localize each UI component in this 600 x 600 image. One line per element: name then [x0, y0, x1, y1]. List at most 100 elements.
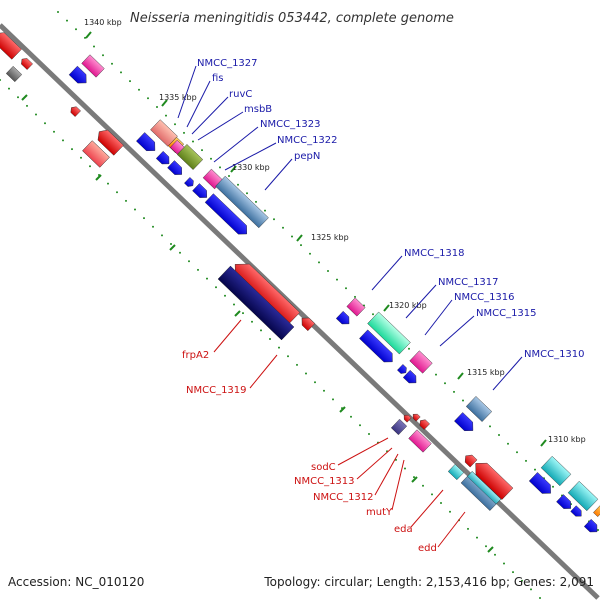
gene-arrow[interactable] [397, 364, 408, 375]
gene-arrow[interactable] [136, 132, 159, 155]
scale-dot [597, 529, 599, 531]
gene-arrow[interactable] [409, 350, 433, 374]
gene-arrow[interactable] [167, 160, 185, 179]
scale-dot [264, 209, 266, 212]
gene-label[interactable]: ruvC [229, 89, 252, 100]
gene-arrow[interactable] [583, 518, 600, 535]
scale-dot [435, 373, 437, 376]
gene-arrow[interactable] [335, 310, 352, 327]
gene-arrow[interactable] [298, 315, 316, 332]
gene-arrow[interactable] [470, 458, 514, 500]
forward-strand-genes [68, 54, 600, 535]
scale-dot [444, 382, 446, 385]
gene-label[interactable]: NMCC_1319 [186, 385, 247, 396]
gene-arrow[interactable] [346, 297, 366, 317]
scale-dot [305, 372, 307, 375]
gene-label[interactable]: NMCC_1310 [524, 349, 585, 360]
gene-label[interactable]: pepN [294, 151, 320, 162]
gene-arrow[interactable] [155, 150, 172, 167]
scale-dot [512, 571, 514, 574]
gene-arrow[interactable] [19, 56, 33, 70]
gene-label[interactable]: eda [394, 524, 413, 535]
gene-arrow[interactable] [411, 412, 421, 422]
gene-arrow[interactable] [462, 452, 478, 468]
gene-arrow[interactable] [593, 505, 600, 517]
gene-label[interactable]: NMCC_1315 [476, 308, 537, 319]
scale-dot [503, 562, 505, 565]
gene-label[interactable]: NMCC_1323 [260, 119, 321, 130]
gene-label[interactable]: sodC [311, 462, 336, 473]
gene-arrow[interactable] [447, 463, 465, 481]
gene-arrow[interactable] [215, 175, 269, 229]
gene-arrow[interactable] [94, 127, 124, 156]
scale-dot [197, 268, 199, 271]
scale-dot [89, 165, 91, 168]
gene-arrow[interactable] [528, 472, 555, 497]
scale-dot [269, 338, 271, 340]
gene-label[interactable]: msbB [244, 104, 272, 115]
scale-dot [318, 261, 320, 264]
gene-arrow[interactable] [402, 369, 419, 386]
scale-dot [152, 225, 154, 228]
gene-arrow[interactable] [5, 65, 23, 83]
gene-arrow[interactable] [359, 329, 396, 366]
gene-label[interactable]: NMCC_1317 [438, 277, 499, 288]
scale-dot [507, 442, 509, 445]
gene-label[interactable]: NMCC_1318 [404, 248, 465, 259]
gene-arrow[interactable] [567, 480, 599, 512]
accession-text: Accession: NC_010120 [8, 575, 144, 589]
scale-dot [192, 140, 194, 143]
gene-arrow[interactable] [402, 413, 412, 423]
gene-label[interactable]: NMCC_1327 [197, 58, 258, 69]
scale-dot [129, 80, 131, 83]
gene-arrow[interactable] [408, 429, 432, 453]
gene-label[interactable]: NMCC_1312 [313, 492, 374, 503]
scale-dot [291, 235, 293, 238]
gene-arrow[interactable] [454, 412, 477, 435]
gene-label[interactable]: NMCC_1316 [454, 292, 515, 303]
gene-arrow[interactable] [192, 183, 210, 202]
gene-arrow[interactable] [69, 105, 81, 117]
gene-label[interactable]: NMCC_1313 [294, 476, 355, 487]
gene-arrow[interactable] [176, 144, 204, 170]
scale-dot [552, 485, 554, 488]
scale-dot [0, 79, 1, 81]
scale-dot [422, 484, 424, 487]
gene-label[interactable]: NMCC_1322 [277, 135, 338, 146]
gene-label[interactable]: fis [212, 73, 224, 84]
gene-arrow[interactable] [217, 265, 295, 341]
gene-arrow[interactable] [81, 54, 105, 78]
gene-label[interactable]: frpA2 [182, 350, 209, 361]
gene-arrow[interactable] [465, 396, 493, 422]
gene-arrow[interactable] [556, 494, 574, 513]
scale-dot [467, 527, 469, 530]
gene-arrow[interactable] [68, 65, 90, 87]
scale-dot [224, 294, 226, 297]
scale-dot [237, 183, 239, 186]
scale-dot [300, 244, 302, 247]
scale-dot [476, 536, 478, 539]
scale-dot [17, 96, 19, 99]
scale-dot [372, 313, 374, 316]
scale-dot [282, 226, 284, 229]
gene-arrow[interactable] [184, 177, 195, 188]
scale-dots [0, 11, 599, 599]
gene-arrow[interactable] [367, 311, 411, 355]
gene-arrow[interactable] [418, 418, 430, 430]
scale-dot [134, 208, 136, 211]
gene-arrow[interactable] [570, 505, 584, 519]
gene-arrow[interactable] [540, 455, 572, 487]
scale-dot [188, 260, 190, 263]
gene-label[interactable]: edd [418, 543, 437, 554]
gene-arrow[interactable] [0, 28, 22, 60]
scale-dot [498, 434, 500, 436]
scale-dot [161, 234, 163, 237]
scale-dot [530, 588, 532, 591]
gene-arrow[interactable] [390, 418, 408, 436]
reverse-leader-lines [213, 319, 466, 548]
scale-dot [219, 166, 221, 169]
gene-label[interactable]: mutY [366, 507, 393, 518]
tick-label: 1325 kbp [311, 233, 349, 242]
gene-arrow[interactable] [204, 193, 251, 239]
scale-dot [165, 114, 167, 117]
